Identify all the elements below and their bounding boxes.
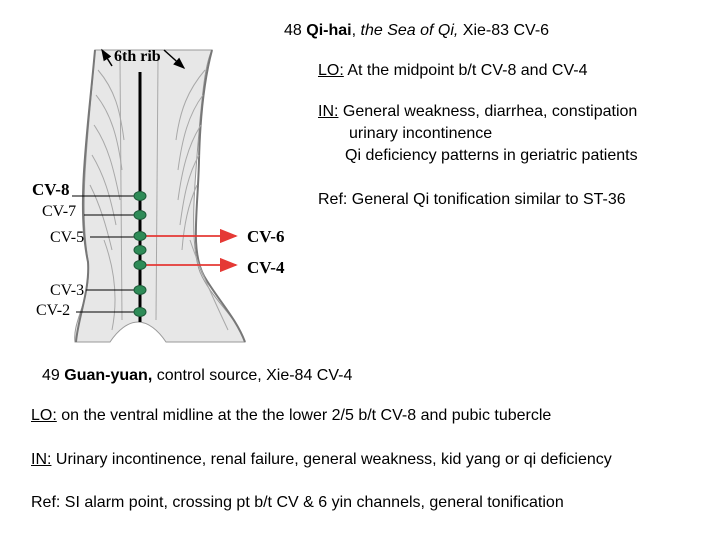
point48-ref: Ref: General Qi tonification similar to … xyxy=(318,191,626,208)
point-cv5 xyxy=(133,245,147,255)
label-cv4: CV-4 xyxy=(247,258,285,277)
rib-striations xyxy=(89,59,229,331)
label-cv2: CV-2 xyxy=(36,302,71,319)
label-cv8: CV-8 xyxy=(32,180,70,199)
point-cv7 xyxy=(133,210,147,220)
point49-location: LO: on the ventral midline at the the lo… xyxy=(31,407,551,425)
point49-indications: IN: Urinary incontinence, renal failure,… xyxy=(31,451,612,469)
point-cv8 xyxy=(133,191,147,201)
point-cv6 xyxy=(133,231,147,241)
rib-arrow-left xyxy=(101,48,113,67)
point48-codes: Xie-83 CV-6 xyxy=(462,22,550,39)
point49-title: 49 Guan-yuan, control source, Xie-84 CV-… xyxy=(42,367,352,385)
point49-lo-text: on the ventral midline at the the lower … xyxy=(61,407,552,424)
point48-translation: the Sea of Qi, xyxy=(360,22,459,39)
label-cv5: CV-5 xyxy=(50,229,85,246)
label-cv3: CV-3 xyxy=(50,282,85,299)
point49-lo-label: LO: xyxy=(31,407,57,424)
point-cv4 xyxy=(133,260,147,270)
point48-in-label: IN: xyxy=(318,103,339,120)
torso-right-edge xyxy=(194,49,246,343)
point-cv2 xyxy=(133,307,147,317)
rib-arrow-right xyxy=(163,49,186,70)
torso-left-edge xyxy=(75,49,96,343)
point48-number: 48 xyxy=(284,22,302,39)
point48-title: 48 Qi-hai, the Sea of Qi, Xie-83 CV-6 xyxy=(284,22,550,39)
rib-label: 6th rib xyxy=(114,48,161,65)
point48-lo-label: LO: xyxy=(318,62,344,79)
point49-number: 49 xyxy=(42,367,60,384)
point48-location: LO: At the midpoint b/t CV-8 and CV-4 xyxy=(318,62,588,80)
point48-in-line2: urinary incontinence xyxy=(349,125,493,142)
point48-name: Qi-hai xyxy=(306,22,352,39)
point-cv3 xyxy=(133,285,147,295)
point49-in-text: Urinary incontinence, renal failure, gen… xyxy=(55,451,612,468)
point48-in-line1: General weakness, diarrhea, constipation xyxy=(342,103,638,120)
point48-lo-text: At the midpoint b/t CV-8 and CV-4 xyxy=(347,62,588,79)
label-cv7: CV-7 xyxy=(42,203,77,220)
point49-translation: control source, Xie-84 CV-4 xyxy=(156,367,353,384)
point49-name: Guan-yuan, xyxy=(64,367,153,384)
point48-in-line3: Qi deficiency patterns in geriatric pati… xyxy=(345,147,638,164)
point49-in-label: IN: xyxy=(31,451,52,468)
label-cv6: CV-6 xyxy=(247,227,285,246)
point48-indications: IN: General weakness, diarrhea, constipa… xyxy=(318,103,637,121)
point49-ref: Ref: SI alarm point, crossing pt b/t CV … xyxy=(31,494,564,511)
